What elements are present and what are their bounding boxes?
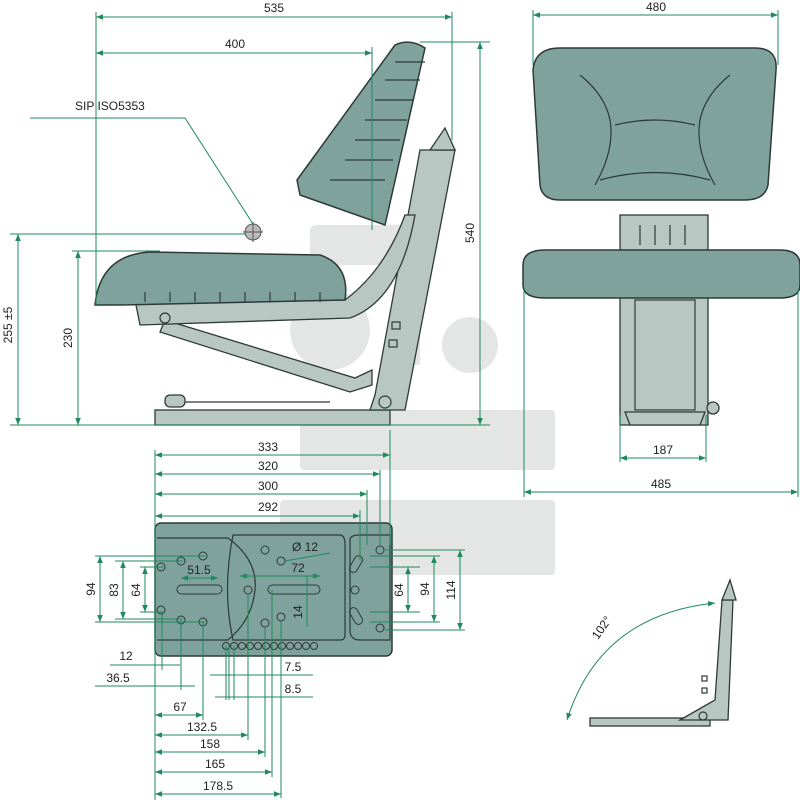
dim-left-64: 64 bbox=[129, 583, 143, 597]
dim-right-94: 94 bbox=[418, 582, 432, 596]
dim-255: 255 ±5 bbox=[1, 306, 15, 343]
suspension-arm bbox=[159, 319, 373, 393]
dim-485: 485 bbox=[651, 477, 671, 491]
dim-178-5: 178.5 bbox=[203, 779, 233, 793]
recline-diagram: 102° bbox=[566, 578, 737, 727]
dim-480: 480 bbox=[646, 0, 666, 14]
dim-left-94: 94 bbox=[84, 582, 98, 596]
recline-angle-label: 102° bbox=[589, 613, 615, 642]
dim-300: 300 bbox=[258, 479, 278, 493]
dim-hole-diameter: Ø 12 bbox=[292, 540, 318, 554]
adjust-lever-knob bbox=[164, 394, 186, 408]
dim-292: 292 bbox=[258, 500, 278, 514]
dim-72: 72 bbox=[291, 561, 305, 575]
dim-36-5: 36.5 bbox=[106, 671, 130, 685]
dim-8-5: 8.5 bbox=[285, 682, 302, 696]
side-view: SIP ISO5353 535 400 540 255 ±5 230 bbox=[1, 1, 490, 426]
sip-label: SIP ISO5353 bbox=[75, 99, 145, 113]
dim-187: 187 bbox=[653, 443, 673, 457]
dim-165: 165 bbox=[205, 757, 225, 771]
dim-12: 12 bbox=[119, 649, 133, 663]
front-backrest bbox=[532, 47, 777, 201]
dim-535: 535 bbox=[264, 1, 284, 15]
dim-540: 540 bbox=[463, 223, 477, 243]
seat-cushion bbox=[94, 251, 347, 306]
dim-320: 320 bbox=[258, 459, 278, 473]
front-cushion bbox=[522, 249, 800, 299]
dim-right-114: 114 bbox=[444, 580, 458, 599]
plate-outline bbox=[154, 522, 393, 657]
dim-230: 230 bbox=[61, 328, 75, 348]
dim-51-5: 51.5 bbox=[187, 563, 211, 577]
dim-333: 333 bbox=[258, 440, 278, 454]
front-view: 480 187 485 bbox=[522, 0, 800, 497]
dim-right-64: 64 bbox=[392, 583, 406, 597]
dim-left-83: 83 bbox=[107, 583, 121, 597]
dim-14: 14 bbox=[291, 605, 305, 619]
base-rail bbox=[154, 409, 391, 426]
dim-7-5: 7.5 bbox=[285, 660, 302, 674]
dim-132-5: 132.5 bbox=[187, 720, 217, 734]
dim-400: 400 bbox=[225, 37, 245, 51]
base-plate: 333 320 300 292 Ø 12 51.5 72 14 94 83 64… bbox=[84, 430, 465, 800]
backrest-column bbox=[369, 149, 456, 411]
dim-158: 158 bbox=[200, 737, 220, 751]
backrest bbox=[296, 41, 426, 226]
dim-67: 67 bbox=[173, 700, 187, 714]
